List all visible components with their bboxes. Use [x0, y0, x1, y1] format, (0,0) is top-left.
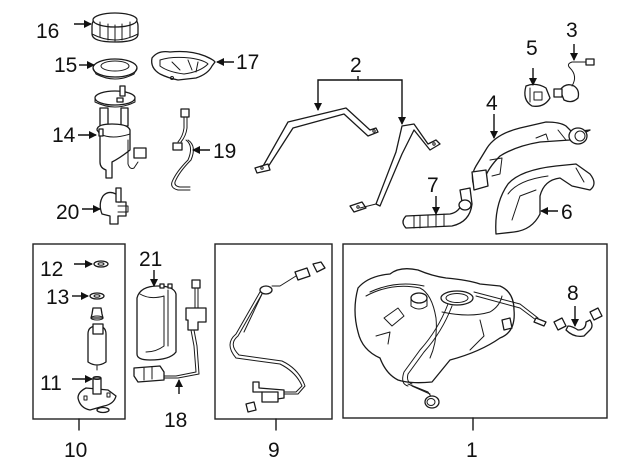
callout-8: 8: [567, 282, 579, 305]
callout-14: 14: [52, 124, 76, 147]
callout-19: 19: [213, 140, 236, 163]
part-17-cover-plate[interactable]: [151, 50, 216, 81]
callout-20: 20: [56, 201, 79, 224]
part-18-sending-unit[interactable]: [133, 279, 207, 383]
callout-3: 3: [566, 19, 578, 42]
part-2-straps[interactable]: [254, 107, 441, 213]
callout-18: 18: [164, 409, 187, 432]
part-7-filler-hose[interactable]: [402, 187, 473, 229]
part-15-seal[interactable]: [92, 58, 138, 80]
part-1-fuel-tank[interactable]: [354, 268, 547, 409]
callout-arrow-2b: [358, 79, 406, 125]
callout-15: 15: [54, 54, 77, 77]
part-12-o-ring[interactable]: [93, 260, 109, 268]
part-13-o-ring[interactable]: [89, 292, 105, 300]
callout-arrow-2a: [314, 76, 359, 111]
callout-10: 10: [64, 439, 87, 462]
part-19-harness[interactable]: [171, 108, 194, 191]
part-6-heat-shield[interactable]: [495, 163, 595, 235]
callout-17: 17: [236, 51, 259, 74]
part-5-cap-housing[interactable]: [524, 83, 551, 107]
callout-9: 9: [268, 439, 280, 462]
part-21-reservoir[interactable]: [136, 283, 177, 361]
callout-4: 4: [486, 92, 498, 115]
callout-7: 7: [427, 174, 439, 197]
part-8-vent-hose[interactable]: [553, 307, 603, 338]
part-4-filler-neck[interactable]: [471, 121, 591, 191]
part-9-harness[interactable]: [229, 261, 326, 413]
callout-16: 16: [36, 20, 59, 43]
fuel-pump[interactable]: [87, 307, 107, 371]
callout-21: 21: [139, 248, 162, 271]
part-3-sensor[interactable]: [553, 58, 595, 103]
callout-5: 5: [526, 37, 538, 60]
part-14-pump-module[interactable]: [94, 85, 147, 179]
kit-box-10: [32, 243, 126, 420]
callout-6: 6: [561, 201, 573, 224]
callout-2: 2: [350, 54, 362, 77]
callout-11: 11: [40, 372, 62, 395]
callout-12: 12: [40, 258, 63, 281]
callout-13: 13: [46, 286, 69, 309]
part-11-bracket[interactable]: [77, 376, 117, 414]
callout-1: 1: [466, 439, 478, 462]
part-20-regulator[interactable]: [99, 187, 129, 225]
part-16-lock-ring[interactable]: [91, 12, 139, 43]
